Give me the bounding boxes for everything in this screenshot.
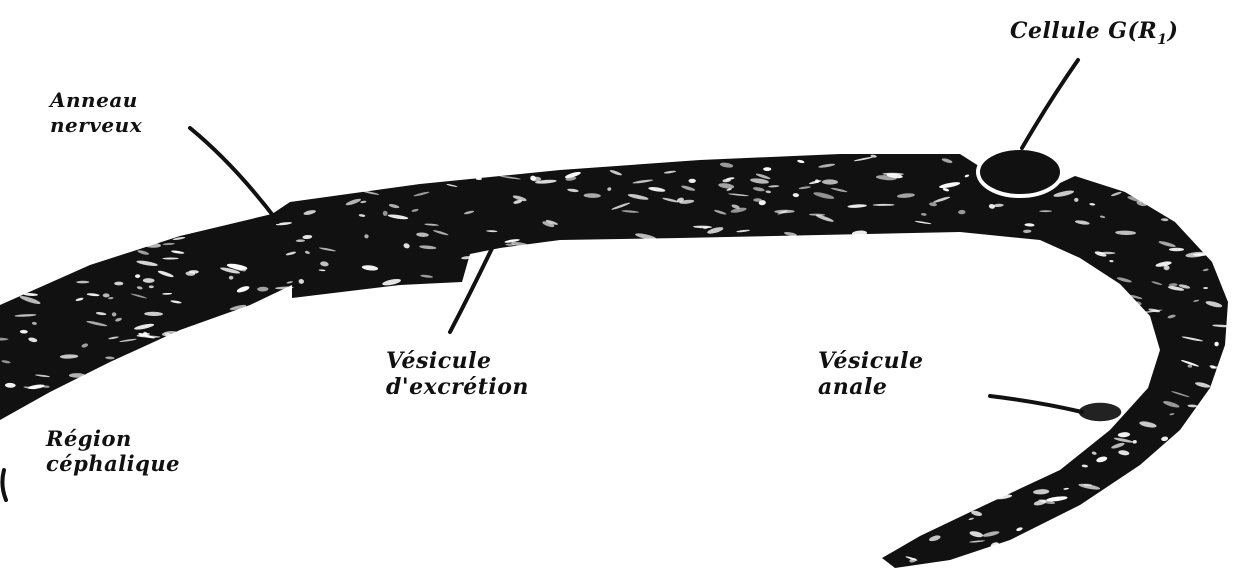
label-cellule-close: ) (1167, 18, 1178, 44)
label-cellule-sub: 1 (1157, 32, 1167, 48)
label-cellule-main: Cellule G(R (1010, 18, 1157, 44)
label-anneau-nerveux: Anneau nerveux (50, 88, 142, 138)
label-anneau-line-2: nerveux (50, 113, 142, 138)
label-vesanale-line-2: anale (818, 374, 924, 400)
label-vesexc-line-1: Vésicule (386, 348, 529, 374)
label-vesexc-line-2: d'excrétion (386, 374, 529, 400)
label-vesanale-line-1: Vésicule (818, 348, 924, 374)
worm-body (0, 154, 1228, 568)
label-cellule-g: Cellule G(R1) (1010, 18, 1178, 53)
label-vesicule-excretion: Vésicule d'excrétion (386, 348, 529, 400)
label-region-line-2: céphalique (46, 451, 180, 476)
label-region-cephalique: Région céphalique (46, 426, 180, 476)
cell-g-r1 (978, 148, 1062, 196)
label-region-line-1: Région (46, 426, 180, 451)
anal-vesicle (1078, 402, 1122, 422)
label-anneau-line-1: Anneau (50, 88, 142, 113)
label-vesicule-anale: Vésicule anale (818, 348, 924, 400)
leader-cellule (1022, 60, 1078, 148)
leader-region (2, 470, 6, 500)
texture-speck (1169, 248, 1184, 251)
leader-anneau (190, 128, 278, 222)
leader-vesanale (990, 396, 1082, 412)
